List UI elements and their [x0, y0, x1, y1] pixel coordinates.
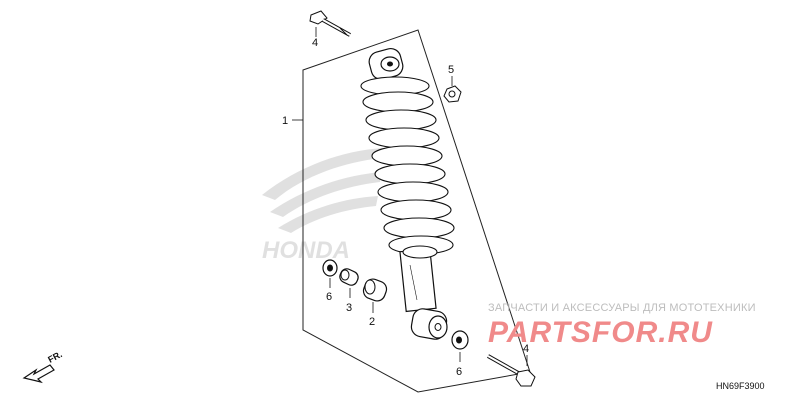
- front-direction-label: FR.: [46, 349, 63, 365]
- callout-bolt-top: 4: [312, 37, 318, 49]
- front-arrow-icon: FR.: [22, 349, 64, 384]
- flange-nut: [443, 85, 462, 103]
- watermark-site: PARTSFOR.RU: [488, 316, 713, 349]
- callout-bushing-center: 2: [369, 316, 375, 328]
- bushing-right: [451, 330, 469, 350]
- callout-collar: 3: [346, 302, 352, 314]
- bottom-bolt: [487, 354, 536, 387]
- callout-bushing-left: 6: [326, 291, 332, 303]
- assembly-outline: [302, 29, 531, 393]
- bushing-center: [362, 278, 388, 302]
- callout-bolt-bottom: 4: [523, 343, 529, 355]
- callout-bushing-right: 6: [456, 366, 462, 378]
- diagram-code: HN69F3900: [716, 381, 765, 391]
- shock-upper-eye: [368, 47, 404, 81]
- svg-text:HONDA: HONDA: [262, 237, 350, 264]
- coil-spring: [360, 76, 455, 255]
- watermark-tagline: ЗАПЧАСТИ И АКСЕССУАРЫ ДЛЯ МОТОТЕХНИКИ: [488, 302, 756, 314]
- collar: [339, 268, 359, 286]
- top-bolt: [309, 10, 351, 37]
- shock-lower-eye: [410, 308, 448, 340]
- callout-shock-assembly: 1: [282, 115, 288, 127]
- honda-wing-logo: HONDA: [262, 148, 385, 264]
- callout-nut: 5: [448, 64, 454, 76]
- damper-body: [399, 245, 438, 313]
- bushing-left: [322, 259, 338, 277]
